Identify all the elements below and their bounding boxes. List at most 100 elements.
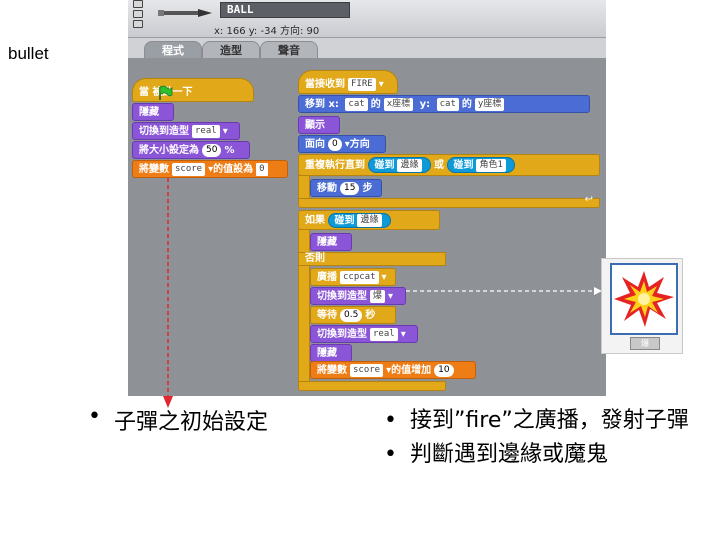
else-hide-label: 隱藏	[317, 348, 337, 359]
broadcast-dropdown[interactable]: ccpcat	[340, 270, 379, 284]
dropdown-arrow-icon: ▾	[344, 139, 350, 150]
direction-unit: 方向	[349, 139, 370, 150]
if-hide-block[interactable]: 隱藏	[310, 233, 352, 251]
switch2-dropdown[interactable]: real	[370, 327, 398, 341]
goto-label: 移到 x:	[305, 99, 339, 110]
tab-sounds[interactable]: 聲音	[260, 41, 318, 59]
dropdown-arrow-icon: ▾	[388, 291, 394, 302]
touch2-dropdown[interactable]: 角色1	[476, 158, 506, 172]
switch-costume-label: 切換到造型	[139, 126, 189, 137]
no-rotate-icon[interactable]	[133, 20, 143, 28]
size-input[interactable]: 50	[202, 143, 222, 157]
var-value-input[interactable]: 0	[256, 162, 268, 176]
wait-label: 等待	[317, 310, 337, 321]
hide-label: 隱藏	[139, 107, 159, 118]
scratch-window: BALL x: 166 y: -34 方向: 90 程式 造型 聲音 當 被點一…	[128, 0, 606, 396]
costume-label: 爆	[630, 337, 660, 350]
dropdown-arrow-icon: ▾	[381, 272, 387, 283]
repeat-until-block[interactable]: 重複執行直到 碰到邊緣 或 碰到角色1	[298, 154, 600, 176]
repeat-until-bottom: ↩	[298, 194, 600, 208]
slide-label: bullet	[8, 44, 49, 63]
move-label: 移動	[317, 183, 337, 194]
flip-icon[interactable]	[133, 10, 143, 18]
if-else-block[interactable]: 如果 碰到邊緣	[298, 210, 440, 230]
touch1-label: 碰到	[374, 160, 395, 171]
switch-costume-boom-block[interactable]: 切換到造型爆▾	[310, 287, 406, 305]
costume-thumbnail[interactable]: 爆	[601, 258, 683, 354]
tab-scripts[interactable]: 程式	[144, 41, 202, 59]
change-var-dropdown[interactable]: score	[350, 363, 384, 377]
sprite-name-field[interactable]: BALL	[220, 2, 350, 18]
tab-costumes[interactable]: 造型	[202, 41, 260, 59]
if-label: 如果	[305, 215, 325, 226]
y-sprite-dropdown[interactable]: cat	[436, 97, 459, 111]
hide-block[interactable]: 隱藏	[132, 103, 174, 121]
x-sprite-dropdown[interactable]: cat	[345, 97, 368, 111]
dropdown-arrow-icon: ▾	[378, 79, 384, 90]
if-else-bottom	[298, 381, 446, 391]
costume-frame	[610, 263, 678, 335]
sprite-header: BALL x: 166 y: -34 方向: 90	[128, 0, 606, 38]
if-touch-dropdown[interactable]: 邊緣	[357, 213, 382, 227]
point-label: 面向	[305, 139, 325, 150]
else-bar: 否則	[298, 252, 446, 266]
dropdown-arrow-icon: ▾	[222, 126, 228, 137]
if-touching-edge-condition[interactable]: 碰到邊緣	[328, 212, 391, 228]
bullet-item: 子彈之初始設定	[88, 404, 268, 436]
or-label: 或	[433, 160, 444, 171]
broadcast-label: 廣播	[317, 272, 337, 283]
switch1-dropdown[interactable]: 爆	[370, 289, 386, 303]
y-attr-dropdown[interactable]: y座標	[474, 97, 505, 111]
tab-bar: 程式 造型 聲音	[128, 38, 606, 59]
show-block[interactable]: 顯示	[298, 116, 340, 134]
bullet-sprite-icon	[158, 9, 212, 17]
message-dropdown[interactable]: FIRE	[348, 77, 376, 91]
x-of-label: 的	[370, 99, 381, 110]
change-var-mid: 的值增加	[391, 365, 432, 376]
variable-dropdown[interactable]: score	[172, 162, 206, 176]
touching-edge-condition[interactable]: 碰到邊緣	[368, 157, 431, 173]
rotate-icon[interactable]	[133, 0, 143, 8]
touch2-label: 碰到	[453, 160, 474, 171]
switch1-label: 切換到造型	[317, 291, 367, 302]
change-var-input[interactable]: 10	[434, 363, 454, 377]
rotation-style-icons[interactable]	[133, 0, 145, 30]
receive-label: 當接收到	[305, 79, 345, 90]
dropdown-arrow-icon: ▾	[400, 329, 406, 340]
wait-unit: 秒	[365, 310, 376, 321]
switch2-label: 切換到造型	[317, 329, 367, 340]
repeat-until-label: 重複執行直到	[305, 160, 365, 171]
change-var-label: 將變數	[317, 365, 347, 376]
set-size-label: 將大小設定為	[139, 145, 199, 156]
when-flag-clicked-block[interactable]: 當 被點一下	[132, 78, 254, 102]
direction-input[interactable]: 0	[328, 137, 342, 151]
y-label: y:	[419, 99, 431, 110]
dropdown-arrow-icon: ▾	[208, 164, 214, 175]
bullets-left: 子彈之初始設定	[88, 404, 268, 436]
else-label: 否則	[305, 253, 325, 264]
costume-dropdown[interactable]: real	[192, 124, 220, 138]
y-of-label: 的	[461, 99, 472, 110]
touch1-dropdown[interactable]: 邊緣	[397, 158, 422, 172]
init-arrow-head	[163, 396, 173, 408]
touching-sprite-condition[interactable]: 碰到角色1	[447, 157, 515, 173]
x-attr-dropdown[interactable]: x座標	[383, 97, 414, 111]
steps-input[interactable]: 15	[340, 181, 360, 195]
wait-input[interactable]: 0.5	[340, 308, 363, 322]
bullets-right: 接到”fire”之廣播，發射子彈 判斷遇到邊緣或魔鬼	[384, 404, 714, 472]
bullet-item: 判斷遇到邊緣或魔鬼	[384, 438, 714, 472]
size-unit: %	[224, 145, 235, 156]
